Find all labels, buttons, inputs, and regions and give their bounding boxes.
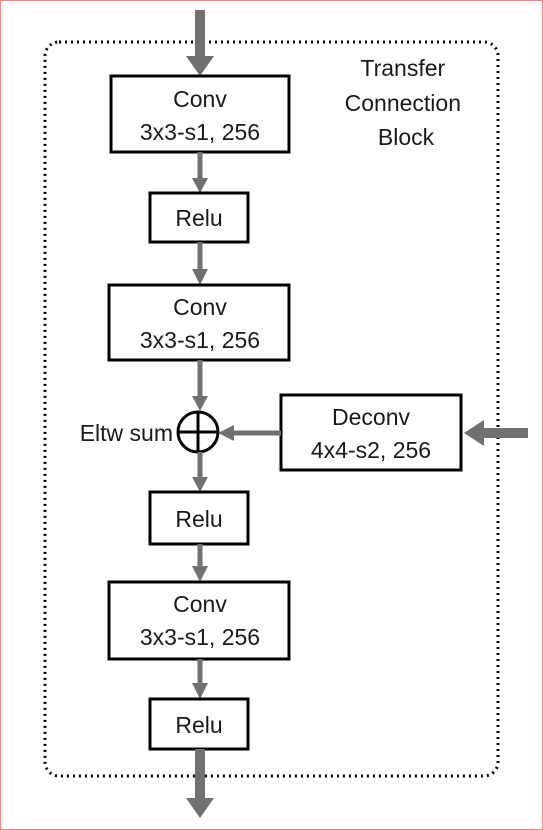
arrow-eltw-relu2 bbox=[192, 452, 208, 492]
block-container bbox=[43, 40, 500, 778]
arrow-relu2-conv3 bbox=[192, 544, 208, 582]
eltw-sum-label: Eltw sum bbox=[80, 420, 173, 446]
conv-block-2: Conv 3x3-s1, 256 bbox=[107, 283, 291, 362]
conv-block-1: Conv 3x3-s1, 256 bbox=[109, 74, 291, 154]
conv-1-name: Conv bbox=[173, 86, 227, 112]
arrow-deconv-eltw bbox=[218, 425, 281, 441]
deconv-block: Deconv 4x4-s2, 256 bbox=[279, 393, 463, 472]
relu-block-1: Relu bbox=[148, 191, 250, 244]
deconv-params: 4x4-s2, 256 bbox=[311, 437, 431, 463]
side-input-arrow bbox=[464, 420, 528, 446]
conv-3-params: 3x3-s1, 256 bbox=[140, 624, 260, 650]
block-title: Transfer Connection Block bbox=[345, 55, 468, 150]
relu-3-label: Relu bbox=[175, 712, 222, 738]
relu-block-3: Relu bbox=[148, 697, 250, 751]
conv-1-params: 3x3-s1, 256 bbox=[140, 119, 260, 145]
deconv-name: Deconv bbox=[332, 404, 410, 430]
conv-3-name: Conv bbox=[173, 591, 227, 617]
output-arrow bbox=[186, 749, 214, 818]
arrow-conv3-relu3 bbox=[192, 659, 208, 699]
arrow-relu1-conv2 bbox=[192, 242, 208, 285]
eltw-sum-node bbox=[176, 410, 220, 454]
input-arrow bbox=[186, 10, 214, 76]
relu-1-label: Relu bbox=[175, 205, 222, 231]
conv-2-params: 3x3-s1, 256 bbox=[140, 327, 260, 353]
conv-block-3: Conv 3x3-s1, 256 bbox=[107, 580, 291, 661]
relu-2-label: Relu bbox=[175, 506, 222, 532]
arrow-conv1-relu1 bbox=[192, 152, 208, 193]
arrow-conv2-eltw bbox=[192, 360, 208, 411]
relu-block-2: Relu bbox=[148, 490, 250, 546]
conv-2-name: Conv bbox=[173, 294, 227, 320]
